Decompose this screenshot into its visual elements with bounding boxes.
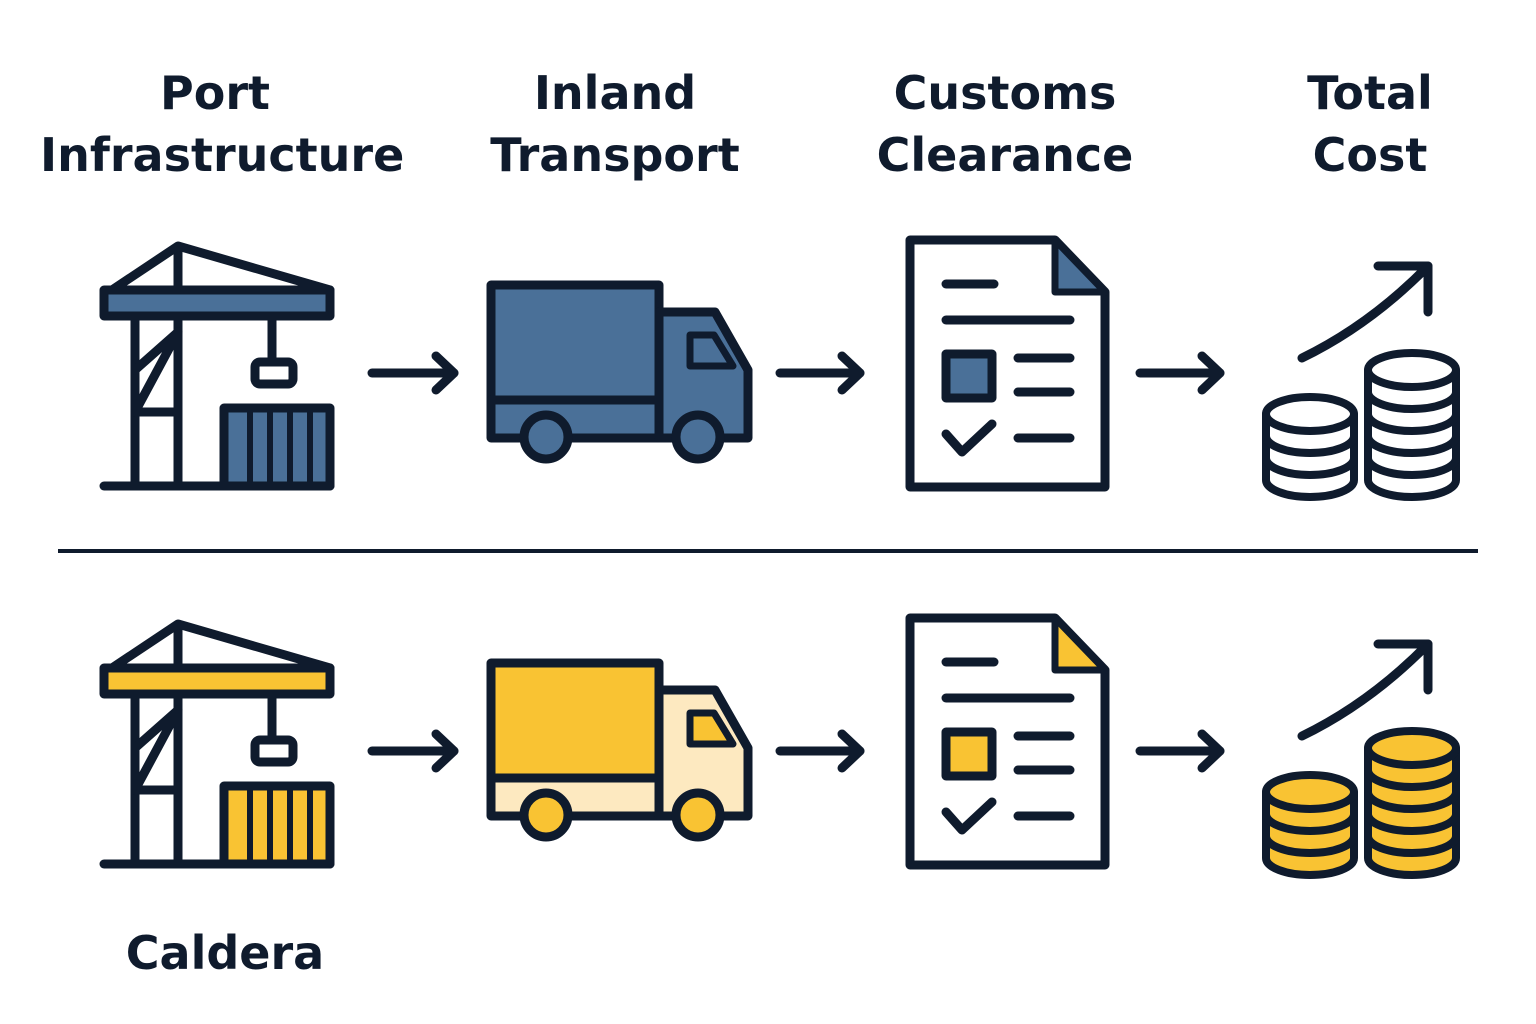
crane-container-icon bbox=[99, 241, 335, 491]
header-inland-line1: Inland bbox=[533, 66, 697, 120]
row-label-caldera: Caldera bbox=[125, 926, 325, 980]
header-inland-line2: Transport bbox=[490, 128, 740, 182]
arrow-right-icon bbox=[367, 729, 459, 773]
truck-icon bbox=[486, 658, 753, 842]
arrow-right-icon bbox=[367, 351, 459, 395]
row-divider bbox=[58, 549, 1478, 553]
document-checklist-icon bbox=[905, 235, 1110, 492]
arrow-right-icon bbox=[1135, 351, 1225, 395]
coins-growth-icon bbox=[1262, 639, 1460, 879]
header-port-line1: Port bbox=[160, 66, 270, 120]
header-port-infrastructure: Port Infrastructure bbox=[40, 62, 405, 186]
crane-container-icon bbox=[99, 619, 335, 869]
header-port-line2: Infrastructure bbox=[40, 128, 405, 182]
row-top bbox=[99, 235, 1460, 501]
header-total-cost: Total Cost bbox=[1260, 62, 1480, 186]
arrow-right-icon bbox=[775, 729, 865, 773]
arrow-right-icon bbox=[775, 351, 865, 395]
header-inland-transport: Inland Transport bbox=[470, 62, 760, 186]
row-bottom bbox=[99, 613, 1460, 879]
header-total-line1: Total bbox=[1307, 66, 1433, 120]
header-customs-clearance: Customs Clearance bbox=[860, 62, 1150, 186]
arrow-right-icon bbox=[1135, 729, 1225, 773]
document-checklist-icon bbox=[905, 613, 1110, 870]
truck-icon bbox=[486, 280, 753, 464]
header-customs-line2: Clearance bbox=[876, 128, 1134, 182]
coins-growth-icon bbox=[1262, 261, 1460, 501]
header-total-line2: Cost bbox=[1312, 128, 1428, 182]
header-customs-line1: Customs bbox=[893, 66, 1117, 120]
